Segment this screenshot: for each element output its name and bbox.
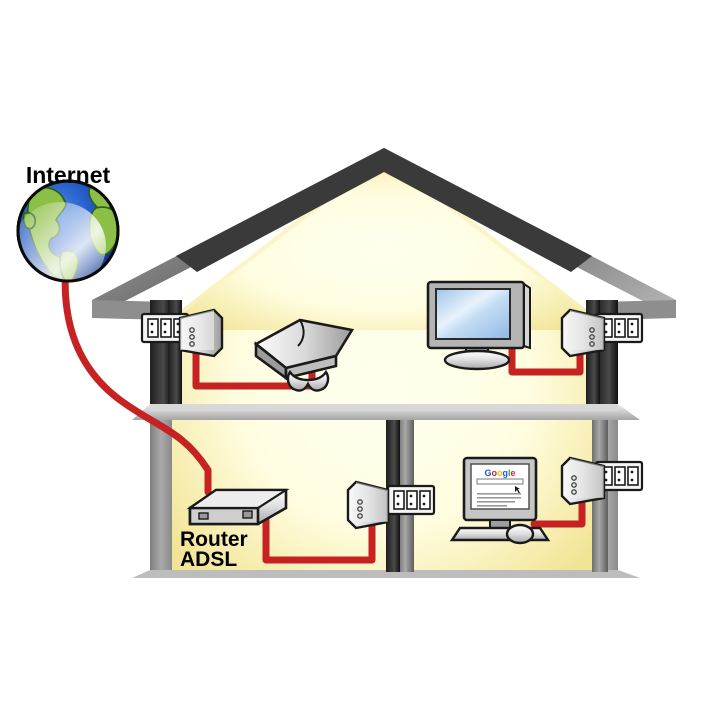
socket-hole-c (163, 322, 167, 326)
router-top (186, 488, 290, 510)
internet-globe: Internet (16, 162, 120, 283)
adapter-face (180, 310, 214, 350)
internet-label: Internet (26, 162, 111, 188)
socket-hole-a (604, 322, 608, 326)
adapter-led-3 (571, 489, 577, 495)
socket-slot-3 (627, 466, 639, 486)
globe-continents (18, 184, 118, 281)
powerline-adapter-upper-right (560, 308, 644, 358)
mouse (505, 523, 535, 545)
socket-slot-2 (614, 318, 626, 338)
socket-hole-b (604, 330, 608, 334)
search-box (476, 478, 524, 485)
console-body-side (284, 354, 338, 380)
cable-internet-to-router (61, 241, 212, 496)
socket-slot-3 (627, 318, 639, 338)
adapter-face (356, 482, 388, 522)
socket-slot-1 (393, 490, 405, 510)
socket-hole-f (630, 330, 634, 334)
ground-floor-slab (132, 570, 640, 578)
socket-slot-2 (614, 466, 626, 486)
socket-hole-c (409, 494, 413, 498)
game-controller (286, 369, 330, 392)
socket-hole-b (396, 502, 400, 506)
adapter-led-1 (189, 327, 195, 333)
tv-screen (435, 288, 511, 340)
cable-router-to-adapter-lower-left (262, 516, 376, 564)
game-console (253, 318, 355, 392)
socket-hole-c (617, 470, 621, 474)
adapter-led-2 (589, 334, 595, 340)
adapter-led-1 (357, 499, 363, 505)
adapter-led-1 (589, 327, 595, 333)
socket-hole-e (630, 470, 634, 474)
socket-hole-d (617, 478, 621, 482)
socket-hole-c (617, 322, 621, 326)
globe-outline (16, 179, 120, 283)
mid-floor-top (150, 404, 618, 411)
roof-ridge-left (176, 148, 384, 272)
cable-tv-to-adapter-upper-right (508, 326, 584, 376)
cable-pc-to-adapter-lower-right (530, 494, 586, 528)
adapter-led-3 (589, 341, 595, 347)
socket-hole-a (150, 322, 154, 326)
wall-left-lower (150, 420, 172, 578)
socket-hole-e (630, 322, 634, 326)
text-line-1 (477, 493, 521, 495)
console-slot-line (297, 319, 305, 347)
adapter-face (570, 458, 604, 498)
adapter-led-2 (357, 506, 363, 512)
socket-hole-e (176, 322, 180, 326)
router-port-right (242, 510, 253, 519)
browser-page: Google (476, 468, 524, 507)
socket-hole-d (409, 502, 413, 506)
text-line-4 (477, 505, 507, 507)
adapter-led-2 (189, 334, 195, 340)
router-label-line1: Router (180, 528, 248, 551)
adapter-led-1 (571, 475, 577, 481)
adapter-led-3 (189, 341, 195, 347)
adsl-router: Router ADSL (180, 488, 290, 571)
powerline-adapter-upper-left (140, 308, 224, 358)
powerline-adapter-lower-left (346, 480, 436, 530)
socket-hole-f (422, 502, 426, 506)
text-line-2 (477, 497, 521, 499)
socket-slot-1 (147, 318, 159, 338)
socket-slot-3 (419, 490, 431, 510)
powerline-adapter-lower-right (560, 456, 644, 506)
socket-slot-2 (406, 490, 418, 510)
socket-hole-a (604, 470, 608, 474)
adapter-led-3 (357, 513, 363, 519)
adapter-led-2 (571, 482, 577, 488)
socket-hole-f (630, 478, 634, 482)
desktop-computer: Google (449, 456, 551, 545)
socket-hole-f (176, 330, 180, 334)
socket-hole-b (150, 330, 154, 334)
tv-stand (443, 349, 511, 371)
router-label-line2: ADSL (180, 548, 237, 571)
wall-socket-upper-right (583, 312, 644, 344)
roof-ridge-right (384, 148, 592, 272)
adapter-face (570, 310, 604, 350)
search-logo: Google (484, 468, 515, 478)
router-port-left (198, 512, 209, 520)
socket-hole-e (422, 494, 426, 498)
socket-hole-b (604, 478, 608, 482)
flat-screen-tv (426, 280, 531, 371)
socket-hole-d (163, 330, 167, 334)
text-line-3 (477, 501, 515, 503)
socket-slot-2 (160, 318, 172, 338)
socket-hole-a (396, 494, 400, 498)
socket-hole-d (617, 330, 621, 334)
tv-side-panel (523, 282, 531, 350)
globe-highlight (18, 202, 106, 281)
cursor-icon (515, 486, 520, 494)
